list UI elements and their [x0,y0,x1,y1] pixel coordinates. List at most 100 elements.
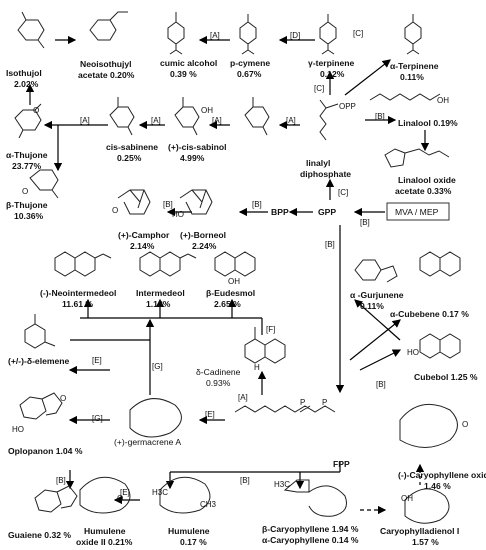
linalyl-name2: diphosphate [300,169,352,179]
cumic-name: cumic alcohol [160,58,218,68]
pcymene-pct: 0.67% [237,69,262,79]
caryophyllene-h3c: H3C [274,480,291,489]
structure-caryophyllene [283,479,347,517]
enzyme-B-1: [B] [375,112,385,121]
guaiene-name: Guaiene 0.32 % [8,530,72,540]
structure-camphor [117,189,151,215]
linalooloxide-name: Linalool oxide [398,175,456,185]
gurjunene-name: α -Gurjunene [350,290,404,300]
borneol-ho: HO [172,210,184,219]
eudesmol-pct: 2.65 % [214,299,241,309]
cadinene-pct: 0.93% [206,378,231,388]
linalool-name: Linalool 0.19% [398,118,458,128]
structure-caryoxide [399,403,458,448]
arrow-fpp-to-cubebene [349,319,401,361]
fpp-label: FPP [333,459,350,469]
structure-cissabinene [109,97,135,136]
neoisothujyl-name: Neoisothujyl [80,59,132,69]
structure-linalool [369,93,441,101]
intermedeol-name: Intermedeol [136,288,185,298]
humulene-ch3: CH3 [200,500,217,509]
enzyme-B-2: [B] [360,218,370,227]
germacrene-name: (+)-germacrene A [114,437,182,447]
enzyme-B-6: [B] [376,380,386,389]
enzyme-A-6: [A] [238,393,248,402]
caryophyllene-name2: α-Caryophyllene 0.14 % [262,535,359,545]
camphor-o: O [112,206,119,215]
enzyme-A-1: [A] [80,116,90,125]
thujone-o: O [33,106,40,115]
linalyl-name: linalyl [306,158,331,168]
caryoxide-pct: 1.46 % [424,481,451,491]
eudesmol-oh: OH [228,277,240,286]
caryophylladienol-oh: OH [401,494,413,503]
fpp-p2: P [322,398,328,407]
camphor-pct: 2.14% [130,241,155,251]
oplopanon-name: Oplopanon 1.04 % [8,446,83,456]
enzyme-A-2: [A] [151,116,161,125]
structure-guaiene [34,485,78,513]
cubebene-name: α-Cubebene 0.17 % [390,309,469,319]
enzyme-B-7: [B] [240,476,250,485]
opp-label: OPP [339,102,356,111]
enzyme-E-1: [E] [92,356,102,365]
enzyme-E-2: [E] [205,410,215,419]
humuleneoxide-name: Humulene [84,526,126,536]
sabinol-oh: OH [201,106,213,115]
caryophylladienol-pct: 1.57 % [412,537,439,547]
structure-betathujone [29,169,59,199]
enzyme-A-4: [A] [286,116,296,125]
enzyme-F: [F] [266,325,276,334]
enzyme-B-8: [B] [56,476,66,485]
structure-sabinene [244,97,270,136]
intermedeol-pct: 1.18% [146,299,171,309]
structure-linalooloxide [384,148,450,168]
arrow-linalyl-to-alphaterp [344,59,391,96]
enzyme-A-3: [A] [212,116,222,125]
structure-isothujol [17,11,45,49]
structure-alphaterp [404,14,422,55]
oplopanon-ho: HO [12,425,24,434]
neointermedeol-name: (-)-Neointermedeol [40,288,117,298]
structure-eudesmol [214,251,256,277]
humulene-name: Humulene [168,526,210,536]
humulene-h3c: H3C [152,488,169,497]
thujone-name: α-Thujone [6,150,48,160]
structure-borneol [179,189,213,215]
structure-sabinol [174,97,200,136]
structure-pcymene [239,14,257,55]
structure-gurjunene [354,259,398,283]
structure-oplopanon [19,392,63,420]
enzyme-B-5: [B] [325,240,335,249]
gpp-label: GPP [318,207,337,217]
enzyme-B-4: [B] [163,200,173,209]
fpp-p1: P [300,398,306,407]
cissabinene-pct: 0.25% [117,153,142,163]
gammaterp-name: γ-terpinene [308,58,355,68]
structure-cubebene [419,251,461,277]
caryophylladienol-name: Caryophylladienol I [380,526,460,536]
caryoxide-name: (-)-Caryophyllene oxide [398,470,486,480]
humuleneoxide-o: O [117,494,124,503]
betathujone-o: O [22,187,29,196]
gammaterp-pct: 0.12% [320,69,345,79]
gurjunene-pct: 0.11% [360,301,384,311]
enzyme-E-3: [E] [120,488,130,497]
isothujol-name: Isothujol [6,68,42,78]
structure-cadinene [244,327,286,364]
structure-humuleneoxide [79,476,131,514]
cissabinene-name: cis-sabinene [106,142,159,152]
linalooloxide-pct: acetate 0.33% [395,186,452,196]
enzyme-D: [D] [290,31,301,40]
enzyme-G-1: [G] [152,362,163,371]
eudesmol-name: β-Eudesmol [206,288,256,298]
cubebol-name: Cubebol 1.25 % [414,372,478,382]
neointermedeol-pct: 11.61 % [62,299,94,309]
structure-humulene [159,476,211,514]
sabinol-name: (+)-cis-sabinol [168,142,227,152]
enzyme-C-3: [C] [338,188,349,197]
structure-cumic [167,12,185,55]
cubebol-ho: HO [407,348,419,357]
alphaterp-name: α-Terpinene [390,61,439,71]
